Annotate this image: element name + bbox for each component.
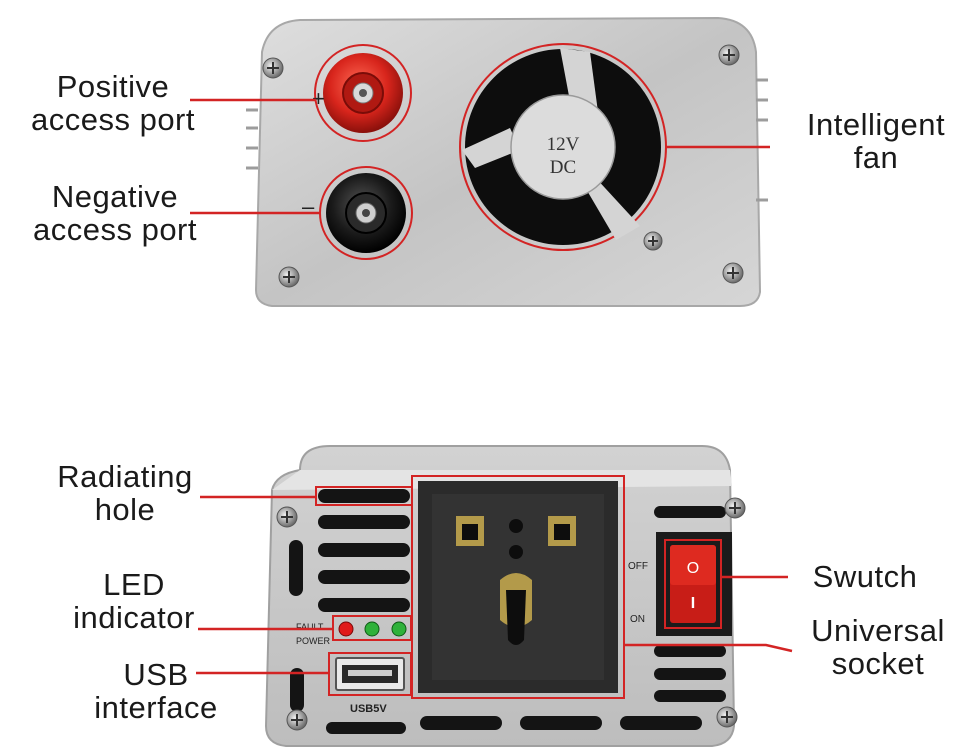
fan: 12V DC	[459, 43, 667, 251]
led-indicator-label-line1: LED	[103, 567, 165, 602]
switch-off-label: OFF	[628, 561, 648, 572]
radiating-slots	[289, 489, 726, 734]
power-label: POWER	[296, 636, 331, 646]
negative-terminal	[319, 166, 413, 260]
screw-icon	[276, 497, 746, 731]
bottom-device-panel: FAULT POWER USB5V	[264, 445, 746, 747]
switch-i-mark: I	[691, 595, 695, 612]
led-indicators	[332, 615, 412, 641]
usb-interface-label-line2: interface	[94, 690, 218, 725]
radiating-hole-label-line2: hole	[94, 492, 156, 527]
led-indicator-label-line2: indicator	[73, 600, 195, 635]
fan-label: Intelligent fan	[786, 108, 966, 174]
led-indicator-label: LED indicator	[50, 568, 218, 634]
universal-socket-label-line2: socket	[831, 646, 925, 681]
usb-interface-label: USB interface	[70, 658, 242, 724]
negative-port-label-line1: Negative	[51, 179, 179, 214]
top-device-panel: + – 12V DC	[246, 16, 768, 307]
fan-voltage-text: 12V	[547, 134, 580, 155]
radiating-hole-label-line1: Radiating	[57, 459, 193, 494]
switch-label-line1: Swutch	[812, 559, 918, 594]
negative-port-label: Negative access port	[10, 180, 220, 246]
universal-socket-label: Universal socket	[788, 614, 968, 680]
universal-socket-label-line1: Universal	[811, 613, 945, 648]
usb-port-label: USB5V	[350, 703, 387, 715]
positive-terminal	[314, 44, 412, 142]
positive-port-label-line2: access port	[30, 102, 195, 137]
positive-port-label: Positive access port	[20, 70, 206, 136]
screw-icon	[262, 44, 744, 288]
radiating-hole-label: Radiating hole	[30, 460, 220, 526]
fan-type-text: DC	[550, 157, 576, 178]
fault-label: FAULT	[296, 622, 324, 632]
switch-o-mark: O	[687, 560, 699, 577]
switch-on-label: ON	[630, 614, 645, 625]
negative-port-label-line2: access port	[32, 212, 197, 247]
fan-label-line1: Intelligent	[806, 107, 946, 142]
usb-port	[328, 652, 412, 696]
callout-lines	[190, 98, 793, 675]
fan-label-line2: fan	[853, 140, 899, 175]
usb-interface-label-line1: USB	[123, 657, 189, 692]
switch-label: Swutch	[790, 560, 940, 593]
minus-mark: –	[302, 194, 315, 219]
plus-mark: +	[312, 86, 325, 111]
universal-socket	[411, 475, 625, 699]
power-switch: O I	[656, 532, 732, 636]
positive-port-label-line1: Positive	[56, 69, 170, 104]
